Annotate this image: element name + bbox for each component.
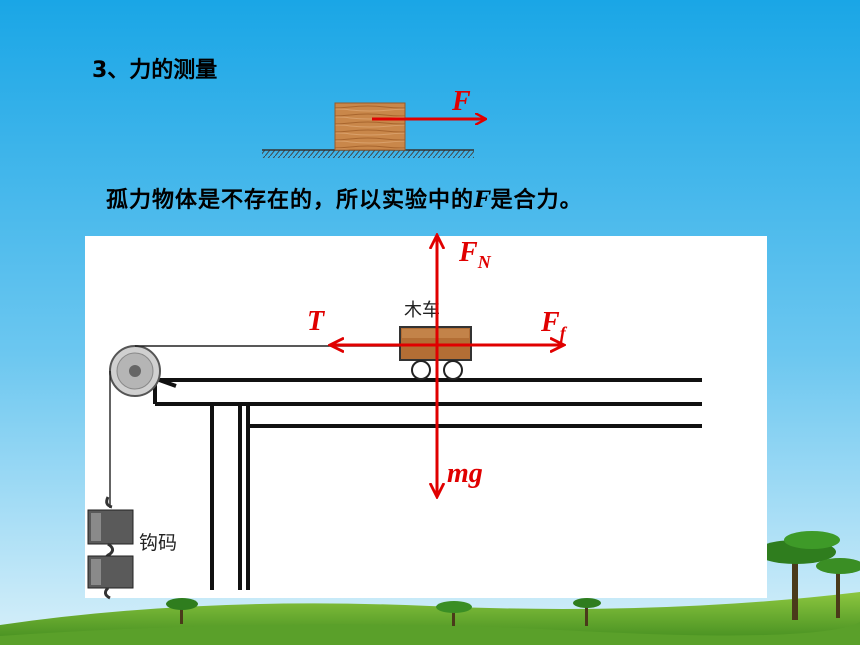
force-f-label: F [451, 86, 471, 117]
weights-label: 钩码 [139, 532, 177, 554]
tree-icon [816, 558, 860, 618]
gravity-label: mg [447, 458, 483, 489]
slide-title: 3、力的测量 [92, 58, 218, 83]
tree-icon [756, 531, 840, 620]
tree-icon [436, 601, 472, 626]
hanging-weights: 钩码 [87, 496, 177, 600]
tree-icon [573, 598, 601, 626]
statement-before: 孤力物体是不存在的，所以实验中的 [106, 188, 475, 213]
landscape [0, 531, 860, 645]
tension-label: T [307, 306, 326, 337]
statement-symbol: F [474, 187, 491, 213]
wood-block [334, 102, 406, 151]
figure-panel [85, 236, 767, 598]
ground-hatch [262, 150, 474, 158]
experiment-figure: 钩码 木车 FN T Ff mg [85, 236, 767, 600]
cart-wheel-left [411, 360, 431, 380]
pulley-axle [129, 365, 141, 377]
cart-label: 木车 [404, 300, 440, 321]
block-figure: F [262, 86, 485, 158]
pulley [109, 345, 177, 397]
force-arrows [331, 236, 563, 496]
tree-icon [166, 598, 198, 624]
table [153, 378, 702, 590]
friction-label: Ff [540, 307, 568, 343]
statement-text: 孤力物体是不存在的，所以实验中的F是合力。 [106, 182, 583, 214]
cart-wheel-right [443, 360, 463, 380]
normal-force-label: FN [458, 237, 492, 272]
statement-after: 是合力。 [490, 188, 583, 213]
